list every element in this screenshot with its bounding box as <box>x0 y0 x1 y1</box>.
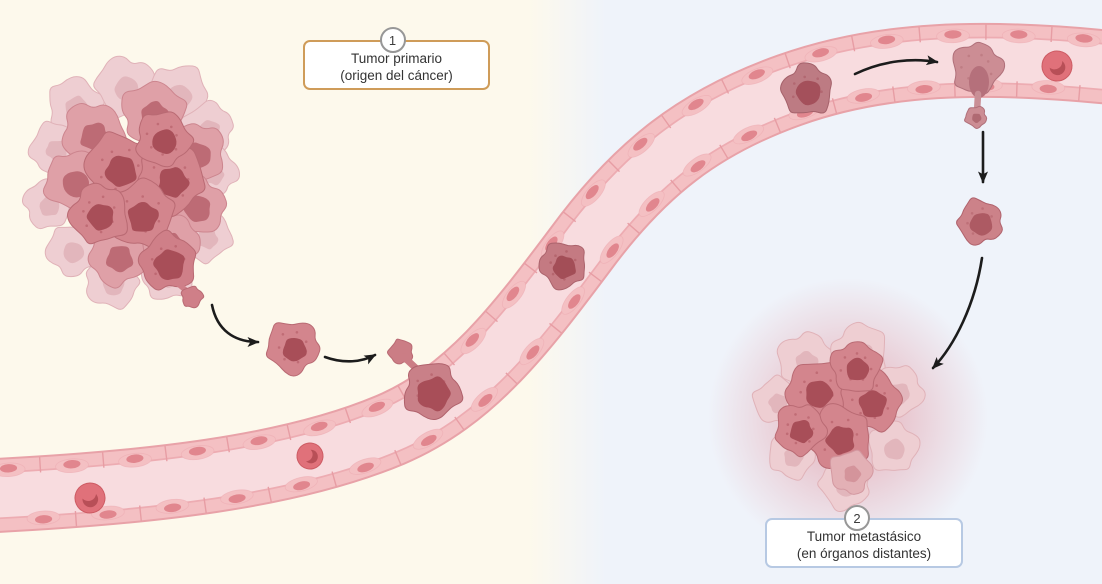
tumor-cell <box>774 404 829 458</box>
primary-tumor <box>21 55 241 310</box>
primary-tumor-label-line1: Tumor primario <box>350 51 442 66</box>
tumor-cell <box>964 105 988 129</box>
tumor-cell <box>956 197 1003 246</box>
tumor-cell <box>403 363 464 420</box>
extravasating-cell <box>952 41 1006 129</box>
arrow-colonization <box>931 256 984 370</box>
tumor-cell <box>829 449 874 495</box>
arrows <box>210 55 988 370</box>
red-blood-cells <box>74 50 1073 514</box>
arrow-circulation <box>853 55 939 76</box>
endothelial-cell-borders <box>38 24 1081 527</box>
red-blood-cell <box>296 442 324 470</box>
primary-tumor-label-line2: (origen del cáncer) <box>340 68 453 83</box>
step-1-number: 1 <box>388 32 397 48</box>
arrow-intravasation <box>323 353 377 365</box>
label-metastatic-tumor: 2 Tumor metastásico (en órganos distante… <box>765 505 963 568</box>
tumor-cell <box>44 226 97 278</box>
tumor-cell <box>538 242 585 291</box>
step-2-badge: 2 <box>844 505 870 531</box>
tumor-cell <box>868 420 921 471</box>
red-blood-cell <box>1041 50 1073 82</box>
migrating-cells <box>265 41 1006 420</box>
tumor-cell <box>180 285 205 309</box>
tumor-cell <box>780 62 832 114</box>
tumor-cell <box>137 229 197 291</box>
arrow-cell-detachment <box>210 303 260 347</box>
tumor-cell <box>67 182 128 245</box>
metastatic-tumor-label-line2: (en órganos distantes) <box>796 546 932 561</box>
tumor-cell <box>135 111 195 168</box>
step-2-number: 2 <box>853 510 861 526</box>
step-1-badge: 1 <box>379 27 406 53</box>
metastatic-tumor-label-line1: Tumor metastásico <box>806 529 922 544</box>
tumor-cell <box>829 341 884 392</box>
intravasating-cell <box>387 338 464 420</box>
tumor-cell <box>265 322 321 377</box>
metastatic-tumor <box>751 321 926 513</box>
label-primary-tumor: 1 Tumor primario (origen del cáncer) <box>303 27 490 90</box>
detaching-cell <box>137 229 205 309</box>
red-blood-cell <box>74 482 106 514</box>
